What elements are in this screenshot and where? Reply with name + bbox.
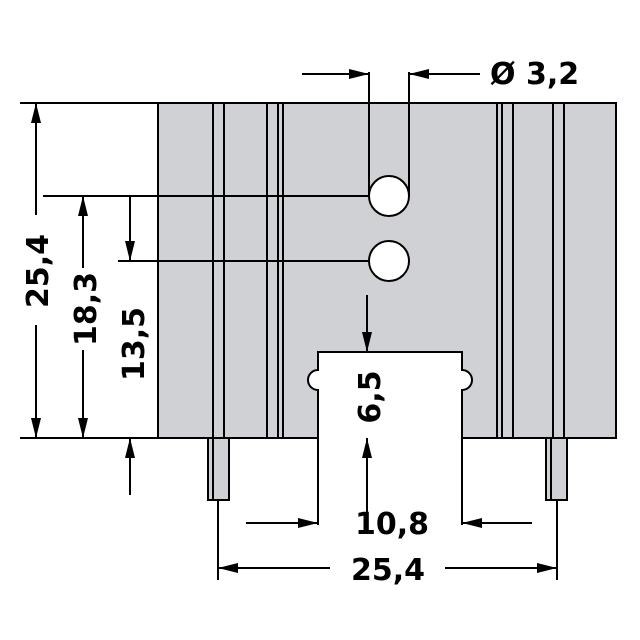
upper-mounting-hole — [368, 175, 410, 217]
extension-lines — [20, 72, 558, 580]
slot-height-label: 6,5 — [353, 370, 388, 423]
dimension-arrows — [31, 69, 557, 573]
pin-spacing-label: 25,4 — [351, 553, 425, 588]
upper-hole-height-label: 18,3 — [69, 272, 104, 346]
lower-mounting-hole — [368, 240, 410, 282]
fin-lines — [212, 103, 565, 438]
left-solder-pin — [207, 437, 230, 501]
hole-diameter-label: Ø 3,2 — [490, 57, 579, 92]
slot-width-label: 10,8 — [355, 507, 429, 542]
overall-height-label: 25,4 — [21, 234, 56, 308]
right-solder-pin — [545, 437, 568, 501]
lower-hole-height-label: 13,5 — [117, 307, 152, 381]
